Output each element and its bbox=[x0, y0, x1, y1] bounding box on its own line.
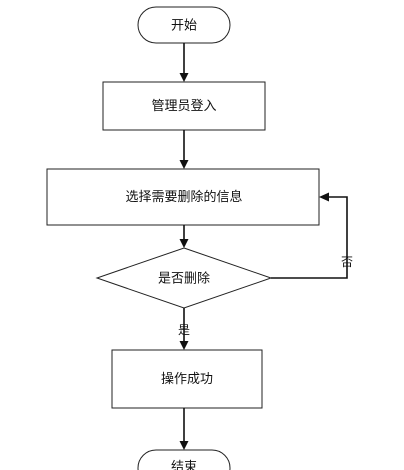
yes-label: 是 bbox=[178, 323, 190, 337]
admin-login-node: 管理员登入 bbox=[102, 81, 266, 131]
no-label: 否 bbox=[341, 255, 353, 269]
select-info-node: 选择需要删除的信息 bbox=[46, 168, 320, 226]
start-label: 开始 bbox=[171, 19, 197, 34]
arrow-login-to-select bbox=[179, 130, 189, 169]
arrow-decision-yes bbox=[179, 308, 189, 350]
arrow-start-to-login bbox=[179, 43, 189, 82]
end-label: 结束 bbox=[171, 460, 197, 470]
decision-label: 是否删除 bbox=[158, 272, 210, 287]
arrow-select-to-decision bbox=[179, 225, 189, 248]
select-info-label: 选择需要删除的信息 bbox=[125, 189, 242, 205]
end-node: 结束 bbox=[137, 449, 231, 470]
start-node: 开始 bbox=[137, 6, 231, 44]
arrow-success-to-end bbox=[179, 408, 189, 450]
admin-login-label: 管理员登入 bbox=[151, 99, 216, 114]
arrow-decision-no-loop bbox=[271, 192, 348, 279]
success-node: 操作成功 bbox=[111, 349, 263, 409]
success-label: 操作成功 bbox=[161, 371, 213, 387]
decision-node: 是否删除 bbox=[95, 247, 273, 309]
